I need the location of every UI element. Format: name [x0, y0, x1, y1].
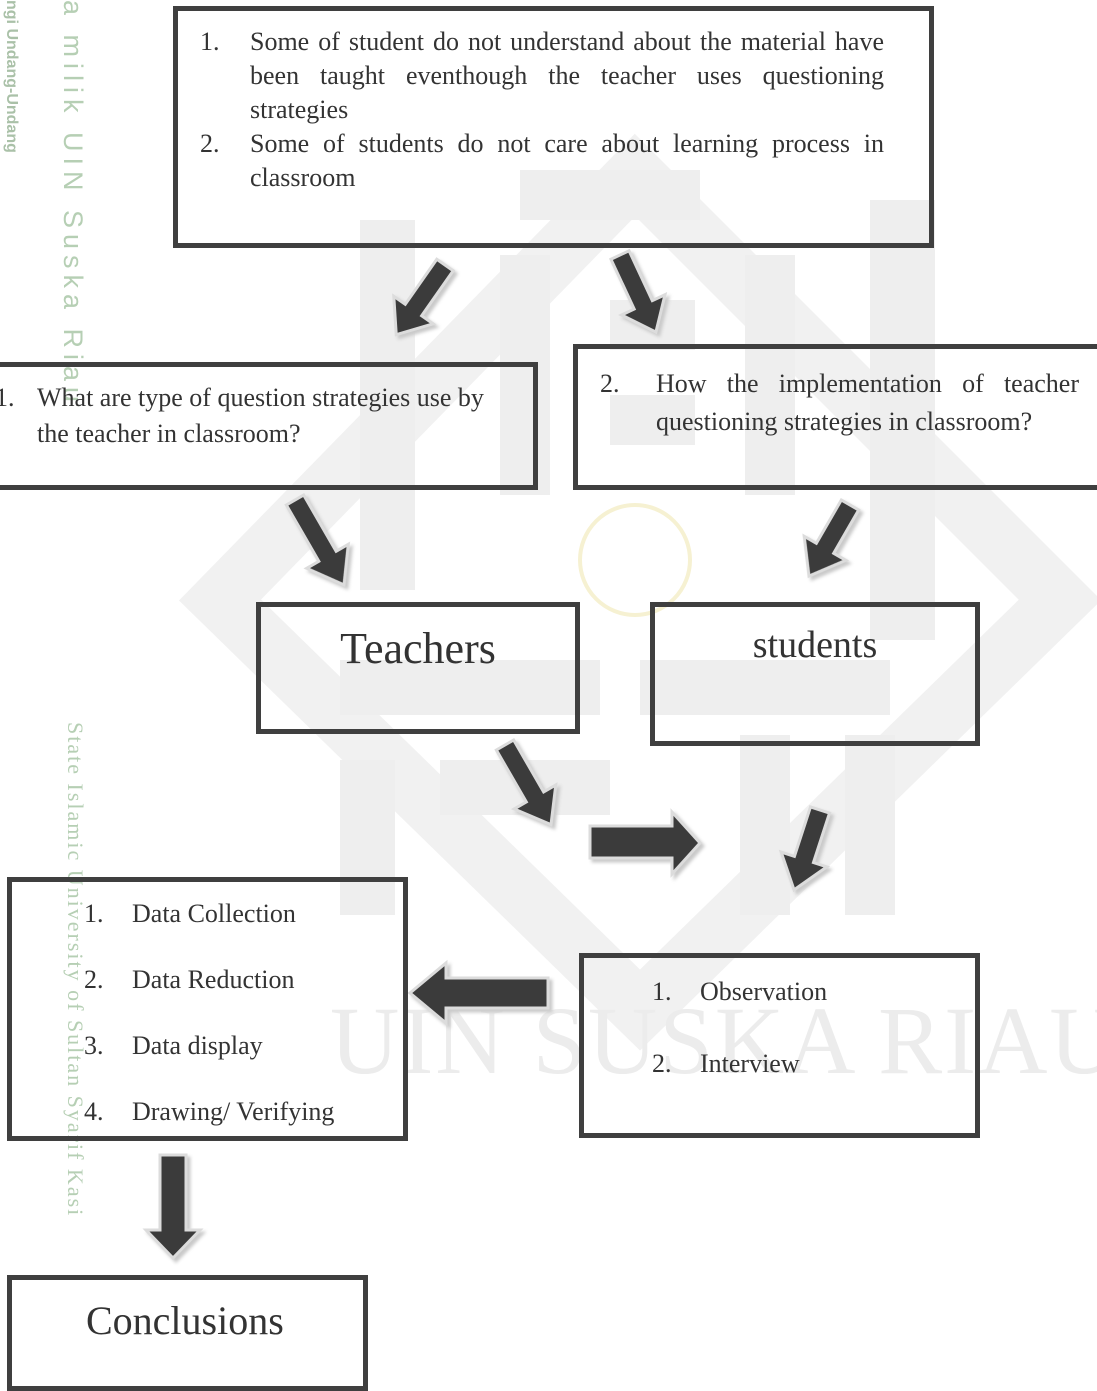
watermark-university-text: State Islamic University of Sultan Syari…: [63, 722, 88, 1218]
method-item: 2. Interview: [652, 1044, 972, 1084]
analysis-text: Data display: [132, 1031, 263, 1060]
conclusion-box: Conclusions: [7, 1275, 368, 1391]
analysis-number: 1.: [84, 899, 104, 928]
problem-item-2: 2. Some of students do not care about le…: [200, 127, 884, 195]
watermark-ownership-text: a milik UIN Suska Riau: [58, 0, 88, 409]
analysis-item: 1. Data Collection: [84, 894, 404, 934]
teachers-label: Teachers: [340, 624, 496, 673]
arrow-analysis-to-conclusion: [142, 1153, 204, 1261]
question2-text: How the implementation of teacher questi…: [656, 369, 1079, 436]
arrow-question2-to-students: [802, 497, 861, 579]
students-label: students: [752, 624, 878, 666]
analysis-text: Data Collection: [132, 899, 296, 928]
arrow-question1-to-teachers: [284, 492, 351, 588]
question1-number: 1.: [0, 383, 15, 412]
question1-box: 1. What are type of question strategies …: [0, 362, 538, 490]
problem-item-1: 1. Some of student do not understand abo…: [200, 25, 884, 127]
method-text: Observation: [700, 977, 828, 1006]
watermark-law-text: ngi Undang-Undang: [3, 0, 20, 153]
arrow-right-to-methods: [588, 808, 703, 878]
analysis-item: 2. Data Reduction: [84, 960, 404, 1000]
methods-box: 1. Observation 2. Interview: [579, 953, 980, 1138]
problem-number: 1.: [200, 27, 220, 56]
problem-number: 2.: [200, 129, 220, 158]
arrow-teachers-down: [494, 737, 558, 827]
method-text: Interview: [700, 1049, 800, 1078]
analysis-item: 3. Data display: [84, 1026, 404, 1066]
arrow-problems-to-question2: [608, 248, 668, 335]
analysis-text: Drawing/ Verifying: [132, 1097, 335, 1126]
arrow-problems-to-question1: [392, 257, 456, 337]
method-item: 1. Observation: [652, 972, 972, 1012]
question1-text: What are type of question strategies use…: [37, 383, 484, 448]
question2-box: 2. How the implementation of teacher que…: [573, 344, 1097, 490]
teachers-box: Teachers: [256, 602, 580, 734]
students-box: students: [650, 602, 980, 746]
problems-box: 1. Some of student do not understand abo…: [173, 6, 934, 248]
methods-list: 1. Observation 2. Interview: [652, 972, 972, 1084]
analysis-text: Data Reduction: [132, 965, 295, 994]
question2-number: 2.: [600, 369, 620, 398]
conclusion-label: Conclusions: [86, 1298, 284, 1343]
arrow-students-to-methods: [778, 805, 832, 893]
analysis-item: 4. Drawing/ Verifying: [84, 1092, 404, 1132]
problems-list: 1. Some of student do not understand abo…: [200, 25, 884, 195]
analysis-number: 2.: [84, 965, 104, 994]
problem-text: Some of student do not understand about …: [250, 27, 884, 124]
method-number: 2.: [652, 1049, 672, 1078]
analysis-box: 1. Data Collection 2. Data Reduction 3. …: [7, 877, 408, 1141]
analysis-number: 4.: [84, 1097, 104, 1126]
problem-text: Some of students do not care about learn…: [250, 129, 884, 192]
method-number: 1.: [652, 977, 672, 1006]
analysis-list: 1. Data Collection 2. Data Reduction 3. …: [84, 894, 404, 1132]
arrow-methods-to-analysis: [407, 959, 550, 1027]
analysis-number: 3.: [84, 1031, 104, 1060]
